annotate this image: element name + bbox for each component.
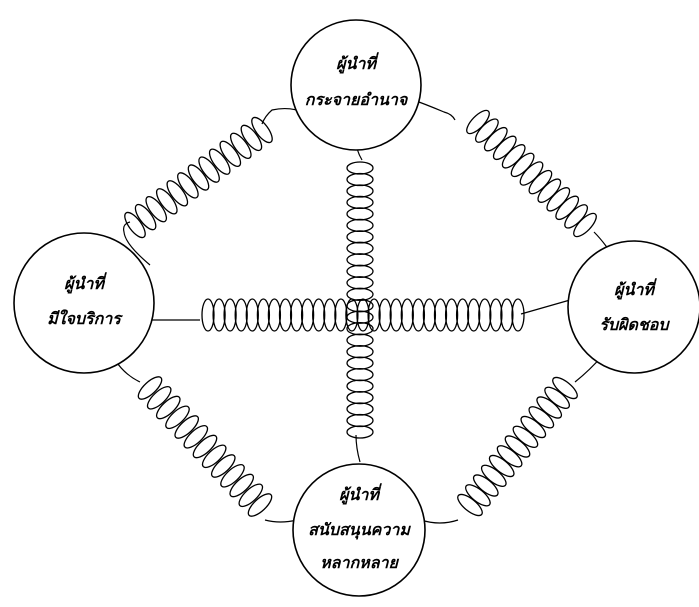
spring-coil — [346, 345, 374, 359]
spring-coil — [345, 298, 359, 332]
spring-coil — [124, 211, 146, 239]
spring-coil — [389, 298, 403, 332]
node-top-line-1: ผู้นำที่ — [336, 52, 380, 74]
spring-coil — [240, 124, 263, 152]
spring-bottom-right — [457, 376, 578, 517]
spring-coil — [346, 161, 374, 175]
spring-coil — [256, 298, 271, 332]
node-top-line-2: กระจายอำนาจ — [305, 90, 409, 109]
spring-coil — [187, 164, 210, 191]
node-right: ผู้นำที่ รับผิดชอบ — [567, 240, 699, 374]
spring-coil — [457, 493, 483, 517]
spring-coil — [155, 395, 181, 420]
spring-coil — [356, 298, 370, 332]
spring-coil — [192, 434, 218, 459]
node-right-line-1: ผู้นำที่ — [614, 278, 658, 300]
spring-horizontal — [201, 298, 525, 332]
spring-coil — [201, 444, 227, 469]
spring-coil — [346, 218, 374, 233]
spring-coil — [400, 298, 414, 332]
spring-coil — [166, 180, 189, 207]
spring-coil — [489, 298, 503, 332]
spring-vertical — [346, 161, 374, 439]
spring-coil — [346, 333, 374, 347]
spring-coil — [300, 298, 315, 332]
spring-coil — [346, 379, 374, 393]
spring-coil — [201, 298, 215, 332]
spring-coil — [145, 196, 168, 223]
spring-coil — [134, 203, 157, 231]
node-left-line-1: ผู้นำที่ — [64, 272, 108, 294]
spring-coil — [155, 188, 178, 215]
spring-coil — [247, 493, 273, 517]
node-bottom-line-2: สนับสนุนความ — [308, 520, 411, 540]
spring-coil — [346, 413, 374, 428]
spring-coil — [323, 298, 337, 332]
spring-coil — [198, 156, 220, 183]
spring-coil — [346, 287, 374, 301]
spring-coil — [346, 402, 374, 416]
spring-coil — [245, 298, 259, 332]
spring-coil — [229, 473, 255, 498]
node-bottom: ผู้นำที่ สนับสนุนความ หลากหลาย — [292, 463, 426, 597]
spring-coil — [267, 298, 282, 332]
spring-coil — [346, 184, 374, 198]
spring-coil — [346, 390, 374, 405]
spring-coil — [467, 298, 481, 332]
spring-coil — [229, 132, 252, 159]
node-left: ผู้นำที่ มีใจบริการ — [13, 232, 155, 374]
spring-coil — [367, 298, 381, 332]
spring-top-right — [466, 109, 597, 238]
spring-coil — [455, 298, 470, 332]
spring-coil — [346, 367, 374, 382]
spring-coil — [378, 298, 392, 332]
spring-coil — [183, 424, 209, 449]
spring-coil — [346, 425, 374, 439]
spring-coil — [346, 276, 374, 290]
spring-coil — [289, 298, 304, 332]
spring-coil — [500, 298, 514, 332]
node-top: ผู้นำที่ กระจายอำนาจ — [290, 19, 422, 151]
spring-coil — [346, 253, 374, 267]
spring-coil — [433, 298, 448, 332]
spring-coil — [346, 356, 374, 370]
spring-coil — [210, 454, 236, 478]
spring-coil — [346, 207, 374, 221]
spring-coil — [573, 212, 597, 238]
spring-coil — [165, 405, 190, 430]
spring-coil — [251, 116, 273, 144]
spring-coil — [219, 140, 242, 167]
spring-coil — [346, 195, 374, 210]
node-left-line-2: มีใจบริการ — [47, 309, 123, 328]
spring-coil — [146, 385, 172, 410]
spring-coil — [220, 463, 245, 488]
spring-coil — [346, 172, 374, 187]
spring-coil — [444, 298, 459, 332]
spring-coil — [346, 241, 374, 255]
spring-coil — [478, 298, 492, 332]
spring-coil — [238, 483, 264, 508]
node-right-line-2: รับผิดชอบ — [599, 315, 670, 334]
spring-coil — [346, 264, 374, 278]
spring-coil — [312, 298, 326, 332]
node-bottom-line-3: หลากหลาย — [320, 553, 399, 572]
spring-coil — [411, 298, 426, 332]
spring-coil — [422, 298, 437, 332]
spring-coil — [346, 230, 374, 244]
spring-coil — [223, 298, 237, 332]
spring-coil — [177, 172, 199, 199]
spring-top-left — [124, 116, 273, 239]
spring-coil — [511, 298, 525, 332]
spring-bottom-left — [137, 376, 273, 517]
spring-coil — [278, 298, 293, 332]
spring-coil — [334, 298, 348, 332]
spring-coil — [234, 298, 248, 332]
spring-coil — [212, 298, 226, 332]
node-bottom-line-1: ผู้นำที่ — [339, 483, 383, 505]
spring-coil — [137, 376, 163, 400]
spring-coil — [174, 415, 200, 439]
spring-coil — [208, 148, 231, 175]
